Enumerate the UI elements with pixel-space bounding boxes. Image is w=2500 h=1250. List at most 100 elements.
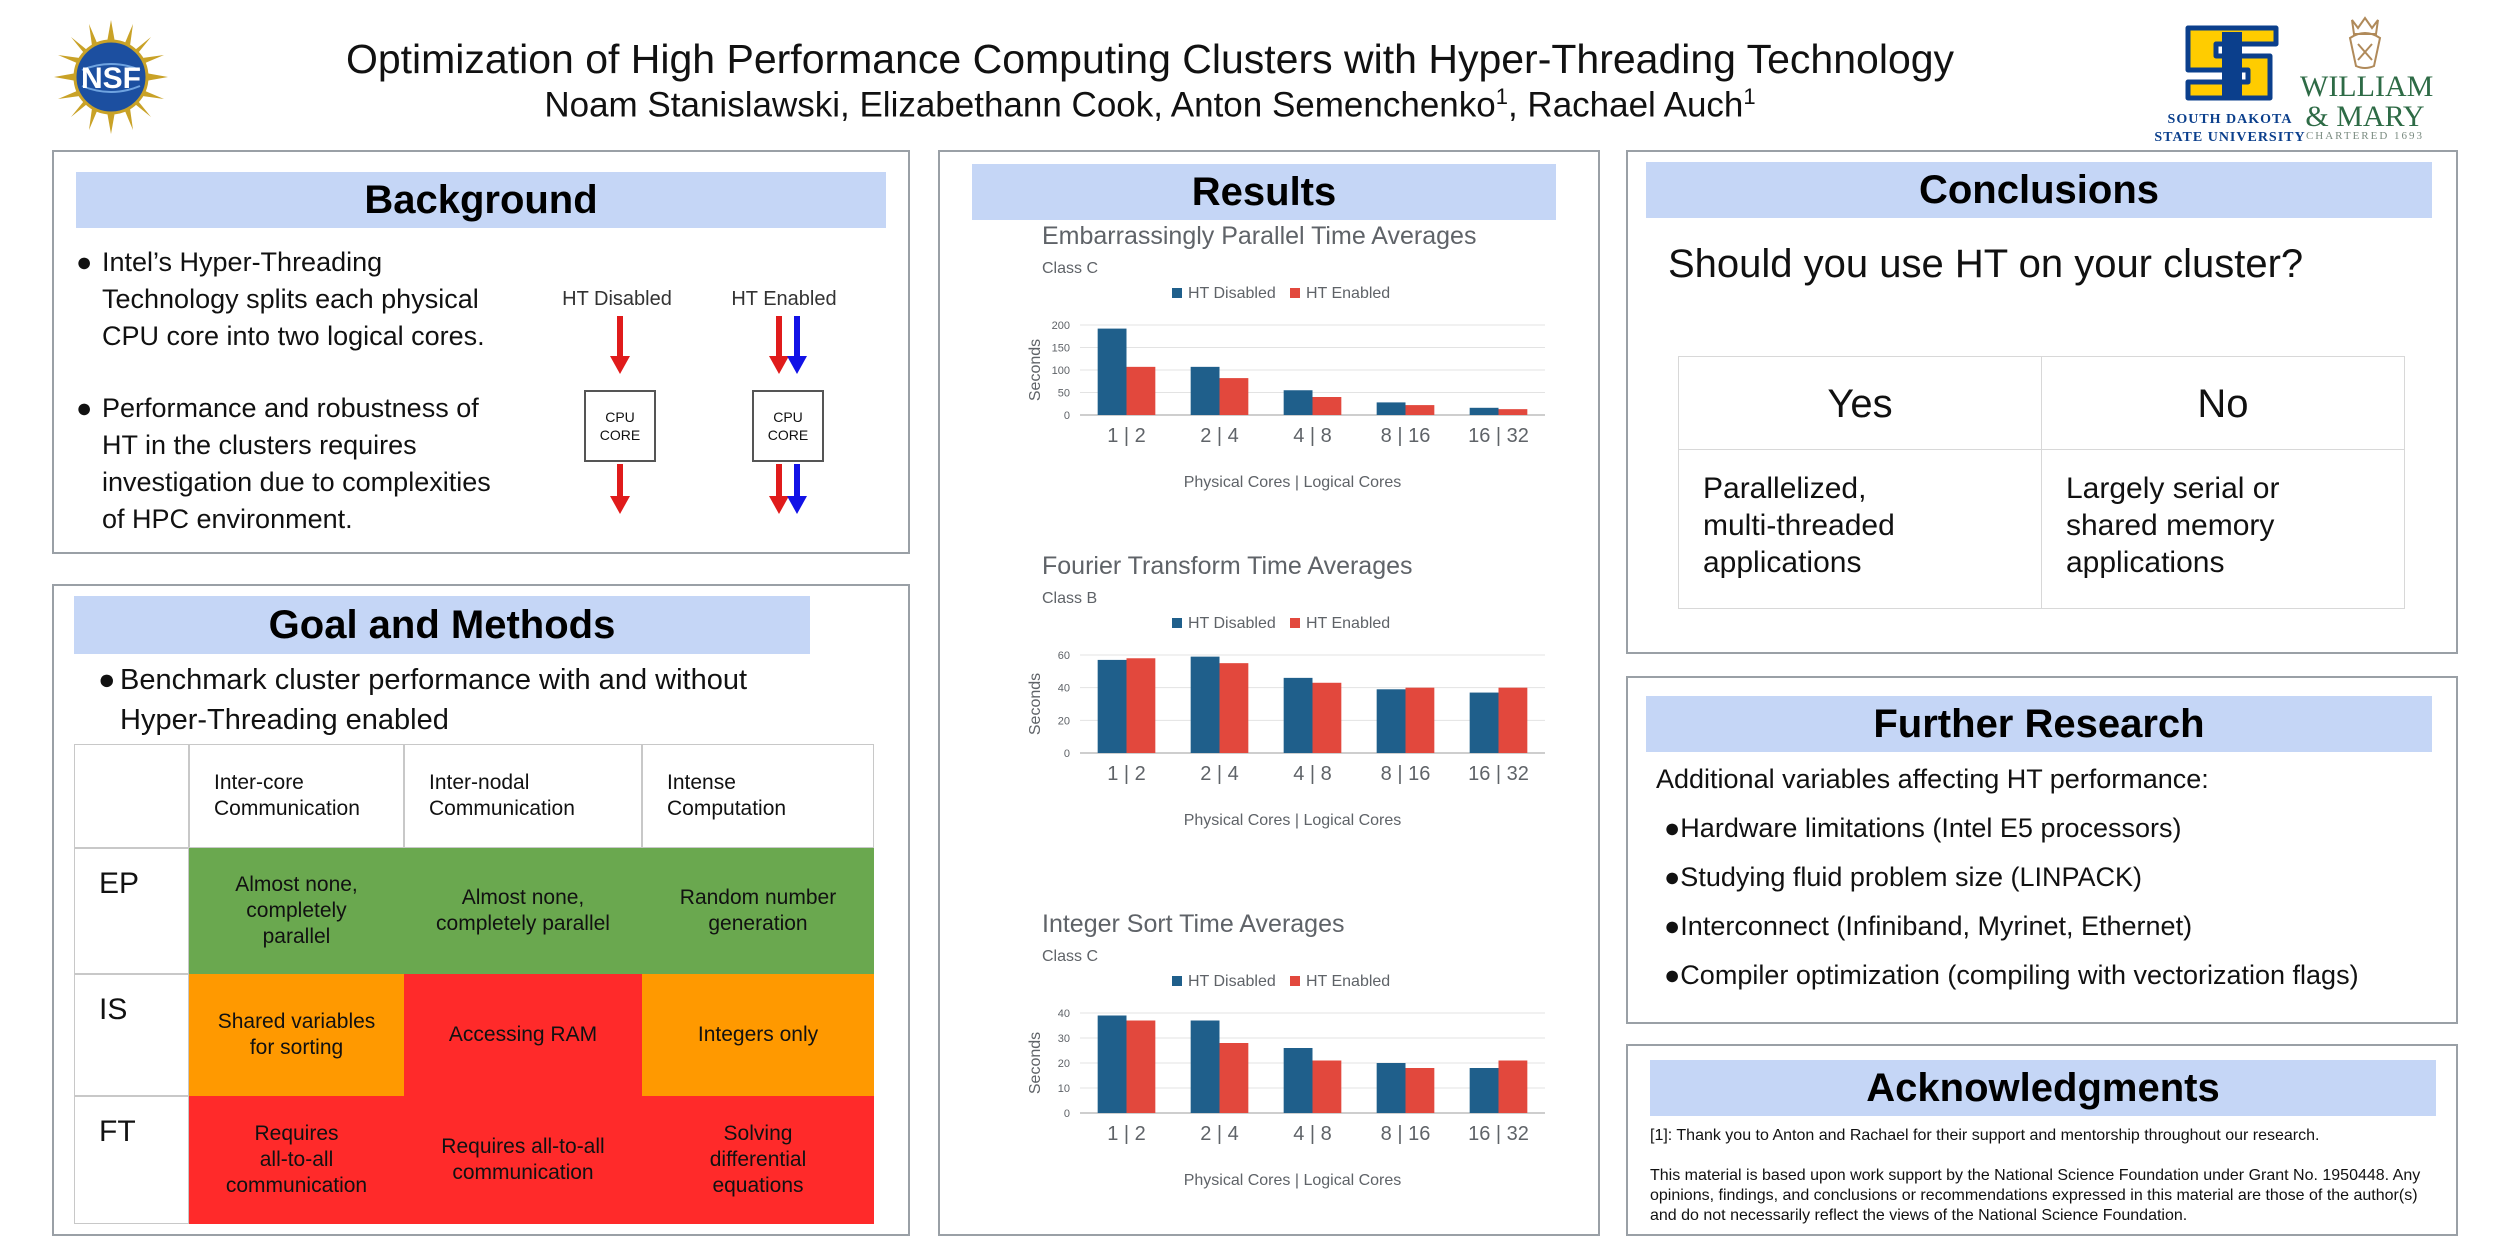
bar-ht-enabled [1219, 663, 1249, 753]
acknowledgments-panel: Acknowledgments [1]: Thank you to Anton … [1626, 1044, 2458, 1236]
bar-ht-disabled [1190, 1020, 1220, 1113]
cpu-label-line2: CORE [767, 427, 809, 443]
y-tick-label: 0 [1064, 1108, 1070, 1120]
ht-diagram [610, 316, 807, 514]
y-axis-label: Seconds [1027, 339, 1044, 401]
bar-ht-disabled [1097, 1015, 1127, 1113]
y-axis-label: Seconds [1027, 673, 1044, 735]
bar-ht-disabled [1097, 328, 1127, 415]
goal-table-cell: Solving differential equations [642, 1096, 874, 1224]
legend-label: HT Disabled [1188, 973, 1276, 990]
goal-bullet: ● Benchmark cluster performance with and… [98, 660, 840, 740]
poster-authors: Noam Stanislawski, Elizabethann Cook, An… [0, 84, 2300, 126]
conclusions-no-header: No [2041, 356, 2405, 450]
bar-ht-disabled [1469, 407, 1499, 415]
ack-line2: This material is based upon work support… [1650, 1167, 2421, 1224]
arrow-red-icon [769, 464, 789, 514]
goal-heading: Goal and Methods [74, 596, 810, 654]
bar-ht-disabled [1283, 677, 1313, 753]
background-bullet-1-text: Intel’s Hyper-Threading Technology split… [102, 247, 485, 351]
ht-enabled-label: HT Enabled [731, 288, 837, 310]
x-axis-label: Physical Cores | Logical Cores [1184, 474, 1402, 491]
x-tick-label: 4 | 8 [1293, 1123, 1332, 1145]
ack-heading: Acknowledgments [1650, 1060, 2436, 1116]
bar-ht-enabled [1498, 687, 1528, 753]
legend-label: HT Enabled [1306, 973, 1390, 990]
conclusions-yes-header: Yes [1678, 356, 2042, 450]
bar-ht-enabled [1405, 687, 1435, 753]
arrow-red-icon [610, 464, 630, 514]
legend-label: HT Disabled [1188, 285, 1276, 302]
legend-swatch [1172, 288, 1182, 298]
goal-methods-panel: Goal and Methods ● Benchmark cluster per… [52, 584, 910, 1236]
x-tick-label: 16 | 32 [1468, 763, 1529, 785]
x-tick-label: 2 | 4 [1200, 763, 1239, 785]
further-intro: Additional variables affecting HT perfor… [1656, 764, 2209, 794]
legend-swatch [1290, 976, 1300, 986]
arrow-red-icon [610, 316, 630, 374]
further-heading: Further Research [1646, 696, 2432, 752]
y-tick-label: 20 [1058, 1058, 1070, 1070]
author-affiliation-1: 1 [1495, 84, 1508, 109]
bar-ht-enabled [1405, 1068, 1435, 1113]
bar-ht-enabled [1312, 1060, 1342, 1113]
ack-line1: [1]: Thank you to Anton and Rachael for … [1650, 1127, 2320, 1144]
x-tick-label: 1 | 2 [1107, 1123, 1146, 1145]
results-panel: Results Embarrassingly Parallel Time Ave… [938, 150, 1600, 1236]
legend-swatch [1172, 976, 1182, 986]
bar-ht-disabled [1376, 689, 1406, 753]
background-bullet-2: ● Performance and robustness of HT in th… [76, 390, 502, 538]
nsf-logo-text: NSF [81, 62, 141, 95]
sdsu-logo-icon [2170, 22, 2294, 104]
goal-bullet-text: Benchmark cluster performance with and w… [120, 664, 748, 736]
cpu-label-line1: CPU [773, 409, 803, 425]
legend-label: HT Enabled [1306, 285, 1390, 302]
wm-logo-line3: CHARTERED 1693 [2305, 130, 2425, 142]
x-tick-label: 1 | 2 [1107, 425, 1146, 447]
legend-label: HT Disabled [1188, 615, 1276, 632]
goal-table-row-label: FT [74, 1096, 189, 1224]
bar-ht-enabled [1126, 1020, 1156, 1113]
nsf-logo: NSF [52, 18, 170, 136]
goal-table-cell: Almost none, completely parallel [404, 848, 642, 974]
conclusions-heading: Conclusions [1646, 162, 2432, 218]
wm-logo-line1: WILLIAM [2300, 70, 2434, 103]
y-tick-label: 40 [1058, 1008, 1070, 1020]
goal-table-row-label: EP [74, 848, 189, 974]
bar-ht-disabled [1469, 692, 1499, 753]
bullet-dot-icon: ● [76, 247, 93, 277]
bar-ht-disabled [1190, 656, 1220, 753]
bar-ht-enabled [1312, 397, 1342, 415]
bar-ht-disabled [1190, 366, 1220, 415]
goal-table-cell: Requires all-to-all communication [189, 1096, 404, 1224]
legend-label: HT Enabled [1306, 615, 1390, 632]
cpu-label-line1: CPU [605, 409, 635, 425]
y-tick-label: 50 [1058, 388, 1070, 400]
x-tick-label: 4 | 8 [1293, 763, 1332, 785]
y-tick-label: 60 [1058, 650, 1070, 662]
x-tick-label: 8 | 16 [1381, 1123, 1431, 1145]
goal-table-column-header: Inter-nodal Communication [404, 744, 642, 848]
goal-table-column-header: Intense Computation [642, 744, 874, 848]
goal-table-column-header: Inter-core Communication [189, 744, 404, 848]
further-research-panel: Further Research Additional variables af… [1626, 676, 2458, 1024]
background-heading: Background [76, 172, 886, 228]
background-bullet-2-text: Performance and robustness of HT in the … [102, 393, 491, 534]
goal-table-cell: Requires all-to-all communication [404, 1096, 642, 1224]
y-tick-label: 0 [1064, 410, 1070, 422]
bullet-dot-icon: ● [76, 393, 93, 423]
further-item: ●Interconnect (Infiniband, Myrinet, Ethe… [1664, 911, 2193, 941]
authors-part1: Noam Stanislawski, Elizabethann Cook, An… [544, 85, 1496, 125]
bar-ht-disabled [1283, 390, 1313, 415]
poster-title: Optimization of High Performance Computi… [345, 36, 1955, 82]
x-tick-label: 8 | 16 [1381, 763, 1431, 785]
y-axis-label: Seconds [1027, 1032, 1044, 1094]
authors-part2: , Rachael Auch [1507, 85, 1744, 125]
conclusions-no-text: Largely serial or shared memory applicat… [2041, 449, 2405, 609]
y-tick-label: 30 [1058, 1033, 1070, 1045]
goal-table-cell: Shared variables for sorting [189, 974, 404, 1096]
